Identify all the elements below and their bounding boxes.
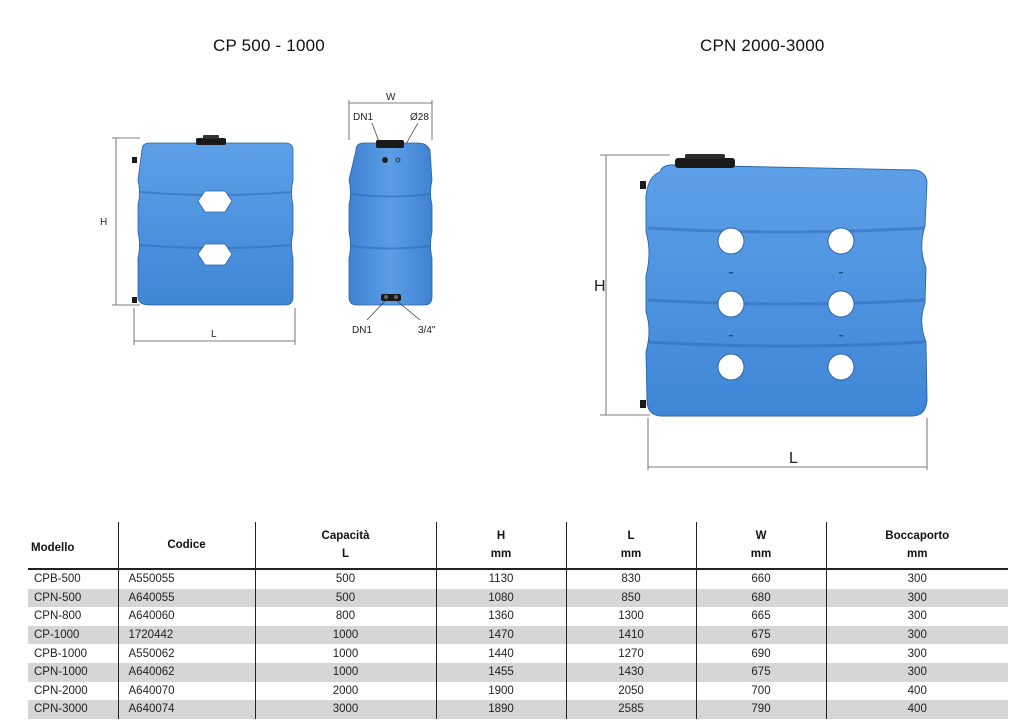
- cell-w: 790: [695, 700, 826, 719]
- table-row: CPN-1000 A640062 1000 1455 1430 675 300: [28, 662, 1008, 682]
- cell-l: 1430: [565, 662, 696, 682]
- cell-boccaporto: 300: [825, 569, 1008, 589]
- cell-w: 680: [695, 588, 826, 608]
- dim-h-label-small: H: [100, 217, 107, 228]
- cell-h: 1900: [435, 681, 566, 701]
- cell-l: 2050: [565, 681, 696, 701]
- cell-capacita: 500: [254, 569, 436, 589]
- dim-diameter-label: Ø28: [410, 112, 429, 123]
- cell-modello: CPB-500: [34, 573, 81, 586]
- cell-capacita: 1000: [254, 644, 436, 663]
- cell-codice: A640055: [117, 588, 255, 608]
- dim-dn1-top-label: DN1: [353, 112, 373, 123]
- cell-l: 830: [565, 569, 696, 589]
- cell-l: 1300: [565, 607, 696, 626]
- cell-l: 1410: [565, 625, 696, 645]
- cell-w: 665: [695, 607, 826, 626]
- dim-w-label: W: [386, 92, 396, 103]
- cell-w: 675: [695, 625, 826, 645]
- cell-l: 1270: [565, 644, 696, 663]
- dim-l-label-small: L: [211, 329, 217, 340]
- cell-modello: CPN-800: [34, 610, 82, 623]
- tank-cpn-front-view: H L: [594, 154, 928, 470]
- header-modello: Modello: [28, 522, 118, 570]
- cell-h: 1440: [435, 644, 566, 663]
- table-row: CPN-500 A640055 500 1080 850 680 300: [28, 588, 1008, 608]
- title-cp-500-1000: CP 500 - 1000: [213, 36, 325, 55]
- dim-l-label-large: L: [789, 450, 798, 467]
- tank-cp-front-view: H L: [100, 135, 296, 345]
- cell-boccaporto: 300: [825, 662, 1008, 682]
- cell-capacita: 1000: [254, 662, 436, 682]
- cell-codice: A640070: [117, 681, 255, 701]
- cell-boccaporto: 300: [825, 607, 1008, 626]
- cell-h: 1080: [435, 588, 566, 608]
- cell-codice: 1720442: [117, 625, 255, 645]
- cell-boccaporto: 300: [825, 588, 1008, 608]
- cell-w: 690: [695, 644, 826, 663]
- cell-capacita: 1000: [254, 625, 436, 645]
- table-row: CPB-500 A550055 500 1130 830 660 300: [28, 569, 1008, 589]
- cell-h: 1890: [435, 700, 566, 719]
- cell-modello: CP-1000: [28, 625, 118, 645]
- cell-codice: A640074: [117, 700, 255, 719]
- cell-w: 700: [695, 681, 826, 701]
- cell-capacita: 3000: [254, 700, 436, 719]
- cell-boccaporto: 300: [825, 625, 1008, 645]
- dim-thread-label: 3/4": [418, 325, 436, 336]
- table-row: CPN-2000 A640070 2000 1900 2050 700 400: [28, 681, 1008, 701]
- technical-drawings: H L W DN1 Ø28: [100, 92, 928, 470]
- cell-w: 675: [695, 662, 826, 682]
- cell-boccaporto: 300: [825, 644, 1008, 663]
- cell-capacita: 500: [254, 588, 436, 608]
- cell-modello: CPN-500: [28, 588, 118, 608]
- cell-modello: CPB-1000: [34, 647, 88, 660]
- cell-w: 660: [695, 569, 826, 589]
- cell-h: 1470: [435, 625, 566, 645]
- cell-codice: A550055: [117, 569, 255, 589]
- tank-cp-side-view: W DN1 Ø28 DN1 3/4": [348, 92, 436, 336]
- cell-h: 1455: [435, 662, 566, 682]
- cell-codice: A550062: [117, 644, 255, 663]
- cell-modello: CPN-2000: [34, 684, 88, 697]
- cell-codice: A640060: [117, 607, 255, 626]
- cell-capacita: 800: [254, 607, 436, 626]
- cell-modello: CPN-3000: [28, 700, 118, 719]
- cell-l: 2585: [565, 700, 696, 719]
- cell-boccaporto: 400: [825, 681, 1008, 701]
- cell-l: 850: [565, 588, 696, 608]
- cell-h: 1130: [435, 569, 566, 589]
- dim-h-label-large: H: [594, 278, 606, 295]
- table-row: CPN-3000 A640074 3000 1890 2585 790 400: [28, 700, 1008, 719]
- cell-h: 1360: [435, 607, 566, 626]
- table-row: CPB-1000 A550062 1000 1440 1270 690 300: [28, 644, 1008, 663]
- table-row: CPN-800 A640060 800 1360 1300 665 300: [28, 607, 1008, 626]
- cell-modello: CPN-1000: [28, 662, 118, 682]
- dim-dn1-bottom-label: DN1: [352, 325, 372, 336]
- cell-boccaporto: 400: [825, 700, 1008, 719]
- title-cpn-2000-3000: CPN 2000-3000: [700, 36, 825, 55]
- table-row: CP-1000 1720442 1000 1470 1410 675 300: [28, 625, 1008, 645]
- cell-codice: A640062: [117, 662, 255, 682]
- header-codice: Codice: [117, 522, 255, 570]
- cell-capacita: 2000: [254, 681, 436, 701]
